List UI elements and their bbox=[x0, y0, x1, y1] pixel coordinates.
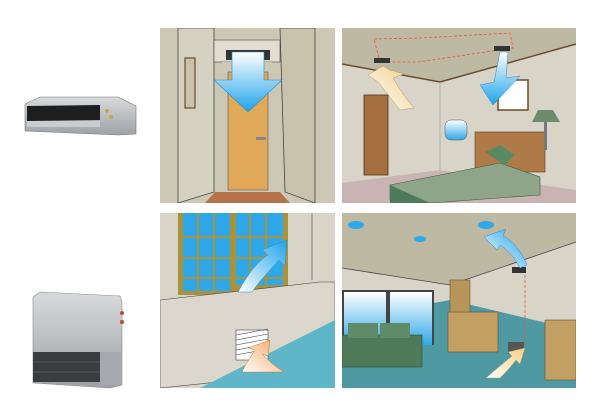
cool-air-arrow-icon bbox=[213, 51, 283, 113]
panel-corridor-ceiling-discharge bbox=[160, 28, 335, 203]
warm-air-arrow-icon bbox=[367, 65, 415, 111]
panel-bedroom-ducted bbox=[342, 28, 576, 203]
panel-window-perimeter-floor-unit bbox=[160, 213, 335, 388]
panel-living-room-floor-concealed bbox=[342, 213, 576, 388]
warm-air-arrow-icon bbox=[485, 347, 526, 379]
warm-air-arrow-icon bbox=[241, 339, 285, 373]
floor-concealed-unit bbox=[32, 291, 124, 389]
cool-air-arrow-icon bbox=[483, 228, 528, 269]
ducted-indoor-unit bbox=[24, 96, 137, 136]
cool-air-arrow-icon bbox=[479, 51, 521, 106]
cool-air-arrow-icon bbox=[237, 239, 288, 293]
